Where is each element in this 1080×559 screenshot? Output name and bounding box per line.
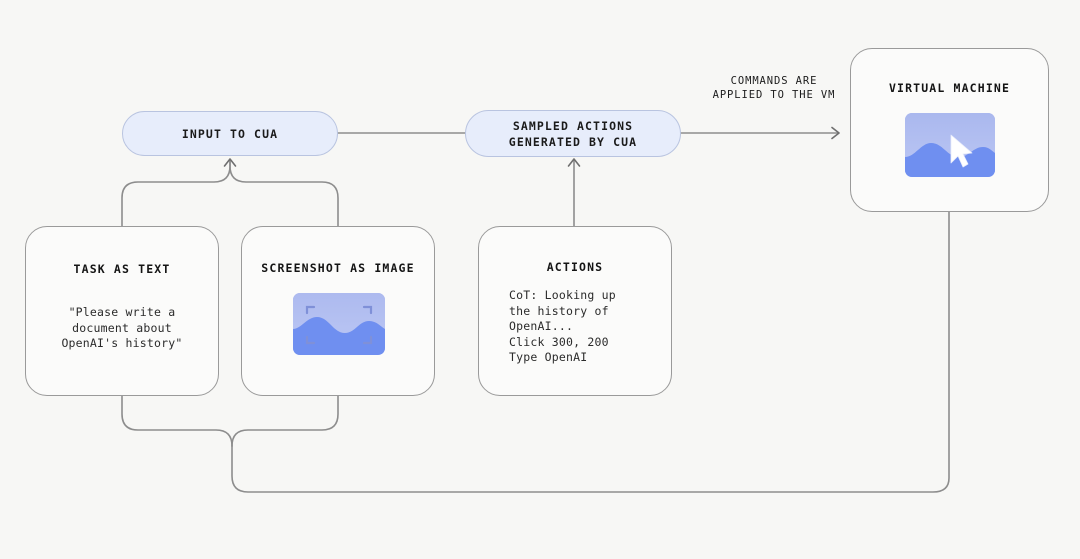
desktop-screenshot-with-cursor-icon bbox=[905, 113, 995, 177]
task-as-text-title: TASK AS TEXT bbox=[73, 262, 171, 276]
node-sampled-actions-label: SAMPLED ACTIONS GENERATED BY CUA bbox=[508, 118, 638, 149]
node-sampled-actions[interactable]: SAMPLED ACTIONS GENERATED BY CUA bbox=[465, 110, 681, 157]
virtual-machine-title: VIRTUAL MACHINE bbox=[888, 81, 1011, 95]
node-input-to-cua-label: INPUT TO CUA bbox=[181, 126, 279, 141]
screenshot-as-image-title: SCREENSHOT AS IMAGE bbox=[261, 261, 415, 275]
actions-body: CoT: Looking up the history of OpenAI...… bbox=[509, 288, 616, 364]
wire-screenshot-to-input bbox=[229, 159, 339, 227]
wire-task-to-input bbox=[121, 159, 231, 227]
arrowhead-input-to-cua bbox=[223, 158, 237, 167]
arrowhead-sampled-actions bbox=[567, 158, 581, 167]
wire-feedback-to-screenshot bbox=[231, 395, 339, 447]
node-actions[interactable]: ACTIONS CoT: Looking up the history of O… bbox=[478, 226, 672, 396]
node-task-as-text[interactable]: TASK AS TEXT "Please write a document ab… bbox=[25, 226, 219, 396]
node-virtual-machine[interactable]: VIRTUAL MACHINE bbox=[850, 48, 1049, 212]
node-input-to-cua[interactable]: INPUT TO CUA bbox=[122, 111, 338, 156]
node-screenshot-as-image[interactable]: SCREENSHOT AS IMAGE bbox=[241, 226, 435, 396]
task-as-text-body: "Please write a document about OpenAI's … bbox=[61, 305, 183, 350]
arrowhead-virtual-machine bbox=[831, 126, 840, 140]
actions-title: ACTIONS bbox=[546, 260, 604, 274]
edge-label-commands-applied: COMMANDS ARE APPLIED TO THE VM bbox=[712, 75, 836, 101]
screenshot-capture-frame-icon bbox=[293, 293, 385, 355]
wire-feedback-to-task bbox=[121, 395, 233, 447]
